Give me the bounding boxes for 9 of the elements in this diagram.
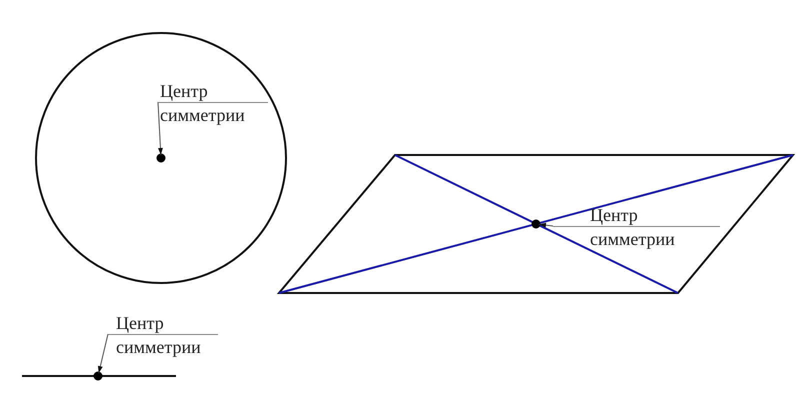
center-point	[532, 220, 540, 228]
callout-text: Центр симметрии	[116, 312, 202, 359]
leader-line	[538, 222, 554, 228]
leader-line	[158, 102, 163, 156]
center-point	[156, 154, 166, 162]
center-point	[94, 372, 102, 380]
callout-text: Центр симметрии	[590, 204, 676, 251]
callout-text: Центр симметрии	[160, 80, 246, 127]
leader-line	[98, 334, 108, 374]
